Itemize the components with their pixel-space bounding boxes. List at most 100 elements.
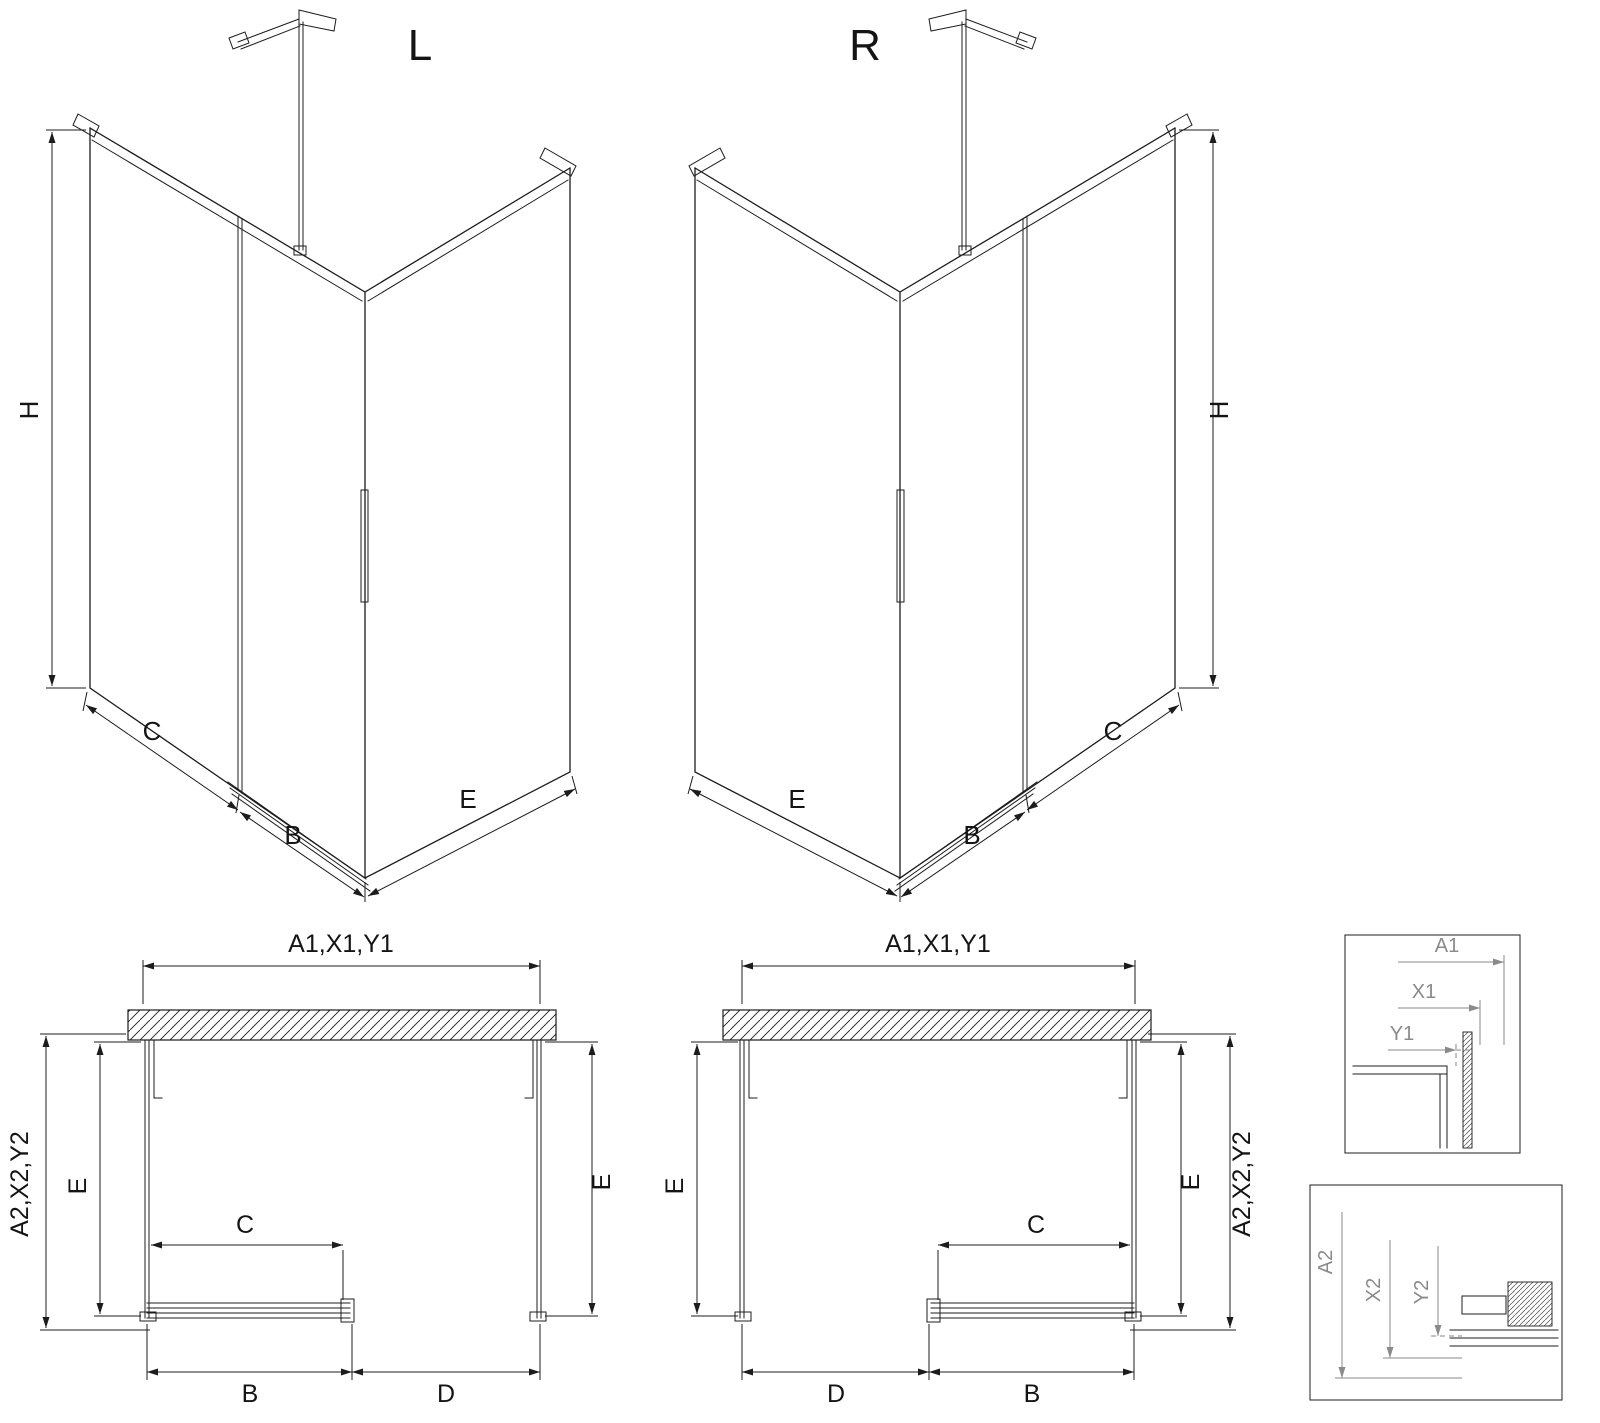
detail-dim-y2: Y2 — [1411, 1246, 1462, 1337]
door-end-profile — [340, 1298, 355, 1323]
track-roller-section — [1461, 1295, 1507, 1315]
detail-dim-x1: X1 — [1398, 981, 1481, 1045]
dimension-b-right: B — [899, 811, 1026, 902]
track-profile-section — [1507, 1281, 1553, 1327]
wall-corner-pole — [298, 15, 304, 251]
dimension-e-right: E — [1140, 1041, 1205, 1317]
dimension-h-left: H — [14, 129, 86, 689]
dimension-e-right: E — [545, 1041, 616, 1317]
dimension-c: C — [937, 1211, 1130, 1300]
dim-label-x1: X1 — [1412, 981, 1436, 1003]
plan-view-left: A1,X1,Y1 E A2,X2,Y2 E — [6, 930, 616, 1408]
wall-hatch — [127, 1009, 557, 1041]
dimension-b-d: B D — [146, 1324, 541, 1408]
dimension-a1-top: A1,X1,Y1 — [142, 930, 541, 1004]
wall-hatch — [722, 1009, 1152, 1041]
door-track — [930, 1302, 1135, 1319]
dim-label-d: D — [827, 1380, 845, 1408]
corner-bracket-right — [1118, 1039, 1128, 1099]
dim-label-b: B — [242, 1380, 259, 1408]
rail-clamp — [958, 245, 972, 256]
dim-label-a2x2y2: A2,X2,Y2 — [6, 1131, 34, 1237]
dim-label-a2x2y2: A2,X2,Y2 — [1228, 1131, 1256, 1237]
dim-label-b: B — [963, 820, 980, 850]
support-bar-clamp — [228, 31, 250, 50]
top-rail — [696, 139, 1174, 302]
dimension-e-right: E — [687, 775, 898, 897]
dim-label-y1: Y1 — [1390, 1023, 1414, 1045]
door-track — [146, 1302, 351, 1319]
dimension-a1-top: A1,X1,Y1 — [741, 930, 1136, 1004]
dim-label-e: E — [64, 1178, 92, 1195]
dim-label-a1x1y1: A1,X1,Y1 — [885, 930, 991, 958]
detail-dim-x2: X2 — [1363, 1240, 1462, 1359]
detail-dim-y1: Y1 — [1388, 1023, 1472, 1066]
door-end-profile — [926, 1298, 941, 1323]
dim-label-b: B — [1024, 1380, 1041, 1408]
dimension-c-right: C — [1025, 691, 1183, 814]
corner-bracket-left — [153, 1039, 163, 1099]
side-panel-right — [536, 1039, 542, 1319]
door-handle — [896, 489, 905, 603]
dim-label-e: E — [788, 784, 805, 814]
dimension-b-left: B — [239, 811, 366, 902]
corner-bracket-right — [524, 1039, 534, 1099]
view-label-left: L — [408, 21, 432, 70]
support-bar — [237, 18, 301, 50]
dim-label-h: H — [1204, 401, 1234, 420]
dim-label-e: E — [459, 784, 476, 814]
dim-label-h: H — [14, 401, 44, 420]
support-bar-clamp — [1015, 31, 1037, 50]
detail-box-top: A1 X1 Y1 — [1344, 934, 1521, 1154]
rail-clamp — [293, 245, 307, 256]
dimension-c: C — [151, 1211, 344, 1300]
corner-bracket-left — [748, 1039, 758, 1099]
dimension-d-b: D B — [741, 1324, 1135, 1408]
dim-label-e: E — [1177, 1174, 1205, 1191]
dim-label-d: D — [437, 1380, 455, 1408]
iso-view-left: L H C B — [14, 9, 578, 902]
dim-label-a1x1y1: A1,X1,Y1 — [288, 930, 394, 958]
dim-label-b: B — [284, 820, 301, 850]
dimension-h-right: H — [1179, 129, 1234, 689]
detail-dim-a1: A1 — [1398, 935, 1505, 1045]
wall-bracket-left — [688, 147, 726, 177]
dimension-a2-outer: A2,X2,Y2 — [1130, 1033, 1256, 1331]
wall-corner-pole — [961, 15, 967, 251]
dimension-e-left: E — [367, 775, 578, 897]
side-panel-right — [1131, 1039, 1137, 1319]
door-handle — [360, 489, 369, 603]
dim-label-c: C — [1027, 1211, 1045, 1239]
iso-view-right: R H E B C — [687, 9, 1234, 902]
dimension-e-left: E — [64, 1041, 141, 1317]
dim-label-c: C — [236, 1211, 254, 1239]
side-panel-left — [144, 1039, 150, 1319]
top-rail — [91, 139, 569, 302]
dimension-e-left: E — [661, 1041, 738, 1317]
sliding-door-edge — [1022, 215, 1028, 794]
dim-label-a2: A2 — [1315, 1250, 1337, 1274]
wall-profile-section — [1352, 1065, 1448, 1149]
dim-label-c: C — [143, 716, 162, 746]
dim-label-e: E — [661, 1178, 689, 1195]
dimension-c-left: C — [82, 691, 240, 814]
glass-section — [1462, 1031, 1473, 1149]
dim-label-a1: A1 — [1435, 935, 1459, 957]
detail-frame — [1344, 934, 1521, 1154]
dim-label-e: E — [588, 1174, 616, 1191]
track-lines — [1449, 1329, 1559, 1347]
dim-label-x2: X2 — [1363, 1278, 1385, 1302]
dim-label-c: C — [1104, 716, 1123, 746]
detail-dim-a2: A2 — [1315, 1212, 1462, 1379]
detail-box-bottom: A2 X2 Y2 — [1309, 1184, 1563, 1401]
dimension-a2-outer: A2,X2,Y2 — [6, 1033, 150, 1331]
side-panel-left — [739, 1039, 745, 1319]
plan-view-right: A1,X1,Y1 E E A2,X2,Y2 C — [661, 930, 1256, 1408]
wall-bracket-left — [72, 113, 100, 138]
support-bar — [964, 18, 1028, 50]
wall-bracket-right — [539, 147, 577, 177]
wall-bracket-right — [1165, 113, 1193, 138]
dim-label-y2: Y2 — [1411, 1280, 1433, 1304]
